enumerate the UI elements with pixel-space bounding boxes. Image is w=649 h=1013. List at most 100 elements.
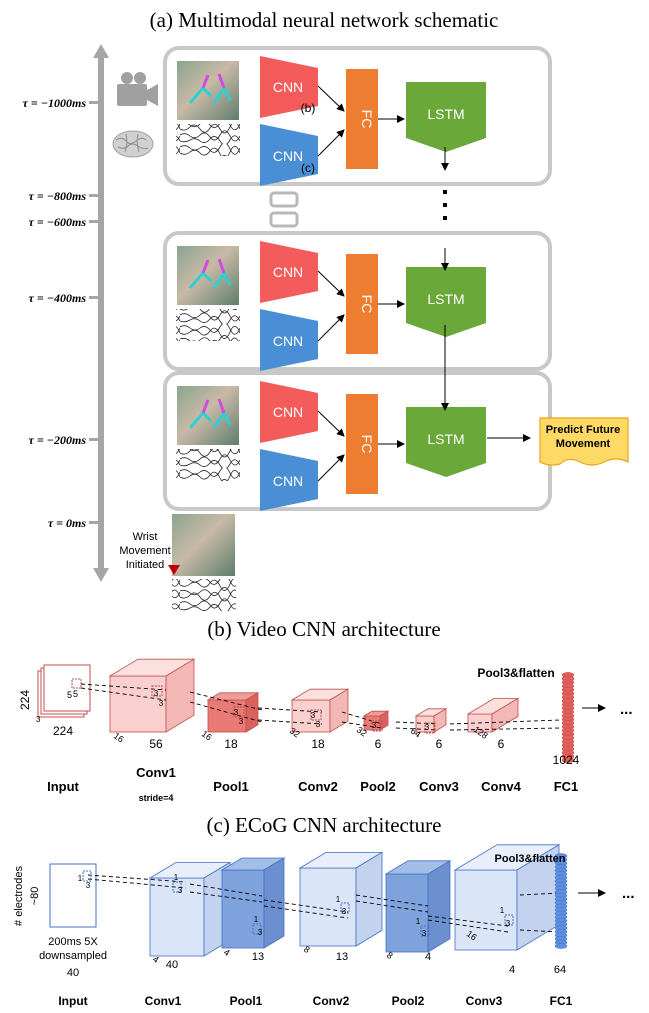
pose-overlay-magenta xyxy=(201,258,226,274)
fc-block xyxy=(346,254,378,354)
video-conn-line-9 xyxy=(395,727,439,731)
pose-overlay-magenta xyxy=(201,398,226,414)
video-camera-icon xyxy=(117,72,158,106)
video-conn-line-2 xyxy=(189,691,263,711)
brain-icon xyxy=(112,130,154,158)
ecog-conv2-volume xyxy=(298,851,384,947)
video-kernel-label-7: 3 xyxy=(425,723,430,732)
video-kernel-box-2 xyxy=(310,709,322,721)
ecog-pool1-width: 13 xyxy=(252,951,264,963)
section-a-title: (a) Multimodal neural network schematic xyxy=(150,8,499,32)
ecog-layer-conv2: Conv2 xyxy=(313,994,350,1008)
ecog-kernel-three-5: 3 xyxy=(506,919,511,928)
ecog-conv3-volume xyxy=(453,844,561,951)
ecog-kernel-one-4: 1 xyxy=(416,917,421,926)
ecog-input-h: ~80 xyxy=(29,887,41,906)
fc-block xyxy=(346,394,378,494)
ecog-conv2-width: 13 xyxy=(336,951,348,963)
tau-label-200: τ = −200ms xyxy=(29,433,87,447)
tau-label-600: τ = −600ms xyxy=(29,215,87,229)
tau-label-1000: τ = −1000ms xyxy=(23,96,87,110)
ecog-layer-conv3: Conv3 xyxy=(466,994,503,1008)
video-layer-pool2: Pool2 xyxy=(360,779,395,794)
ecog-kernel-one-1: 1 xyxy=(174,873,179,882)
video-cnn-label: CNN xyxy=(273,79,303,95)
video-kernel-label-3: 3 xyxy=(239,717,244,726)
ecog-layer-conv1: Conv1 xyxy=(145,994,182,1008)
video-layer-fc1: FC1 xyxy=(554,779,579,794)
video-kernel-5b: 5 xyxy=(73,689,78,699)
fc-block xyxy=(346,69,378,169)
ecog-input-note-1: 200ms 5X xyxy=(48,936,98,948)
ecog-input-note-2: downsampled xyxy=(39,950,107,962)
wrist-label-2: Movement xyxy=(119,545,170,557)
ecog-kernel-box-2 xyxy=(252,923,262,935)
video-kernel-box-0 xyxy=(151,685,163,697)
ecog-fc1-unit xyxy=(554,943,568,949)
recurrence-gap xyxy=(269,190,447,228)
wrist-label-3: Initiated xyxy=(126,559,165,571)
ecog-pool1-volume-side xyxy=(263,857,285,949)
ref-b-label: (b) xyxy=(301,101,316,115)
lstm-label: LSTM xyxy=(427,431,464,447)
video-frame-thumbnail xyxy=(177,61,239,120)
ecog-conn-line-4 xyxy=(263,899,349,913)
ecog-conn-line-0 xyxy=(87,874,187,883)
video-conv1-depth: 16 xyxy=(112,731,126,745)
video-fc1-size: 1024 xyxy=(553,753,580,767)
predict-future-movement-banner: Predict Future Movement xyxy=(539,417,629,466)
video-conv1-volume-side xyxy=(165,658,195,733)
video-input-d: 3 xyxy=(36,715,41,724)
fc-label: FC xyxy=(359,295,375,314)
video-conn-line-10 xyxy=(449,719,561,725)
ecog-conv3-volume-front xyxy=(454,869,518,951)
ecog-to-fc-arrow xyxy=(317,454,345,482)
video-layer-conv1: Conv1 xyxy=(136,765,176,780)
ecog-conn-line-5 xyxy=(263,905,349,919)
ecog-kernel-one-2: 1 xyxy=(254,915,259,924)
tau-label-0: τ = 0ms xyxy=(48,516,86,530)
ecog-pool2-width: 4 xyxy=(425,951,431,963)
ecog-fc1-size: 64 xyxy=(554,964,566,976)
output-label-line2: Movement xyxy=(556,438,611,450)
ecog-cnn-label: CNN xyxy=(273,473,303,489)
ecog-conn-line-1 xyxy=(87,878,187,889)
ecog-conv1-volume-front xyxy=(149,877,205,957)
ecog-conv1-volume xyxy=(148,861,232,957)
video-fc1-column xyxy=(561,672,575,763)
video-to-fc-arrow xyxy=(317,85,345,112)
ecog-conn-line-2 xyxy=(189,883,263,897)
pose-overlay-magenta xyxy=(201,73,226,89)
video-conn-line-3 xyxy=(189,701,263,723)
video-conn-line-11 xyxy=(449,727,561,731)
video-cnn-label: CNN xyxy=(273,404,303,420)
lstm-block xyxy=(406,267,486,337)
wrist-label-1: Wrist xyxy=(133,531,158,543)
lstm-block xyxy=(406,82,486,152)
fc-label: FC xyxy=(359,435,375,454)
ecog-pool2-depth: 8 xyxy=(385,950,395,961)
video-layer-input: Input xyxy=(47,779,79,794)
video-input-w: 224 xyxy=(53,724,73,738)
ecog-input-axis: # electrodes xyxy=(13,866,25,926)
video-conn-line-5 xyxy=(257,719,323,725)
video-ellipsis: ... xyxy=(620,701,633,718)
video-pool2-depth: 32 xyxy=(355,725,369,739)
section-c-title: (c) ECoG CNN architecture xyxy=(207,813,442,837)
tau-label-800: τ = −800ms xyxy=(29,189,87,203)
video-input-volume xyxy=(37,664,91,718)
ecog-cnn-block xyxy=(260,124,318,186)
ecog-pool1-volume xyxy=(220,857,286,949)
ecog-kernel-box-0 xyxy=(82,870,92,882)
video-cnn-block xyxy=(260,56,318,118)
ecog-conv3-depth: 16 xyxy=(465,929,479,943)
video-kernel-label-4: 3 xyxy=(311,711,316,720)
ecog-trace-thumbnail xyxy=(176,309,240,341)
ecog-layer-input: Input xyxy=(58,994,87,1008)
ecog-layer-pool2: Pool2 xyxy=(392,994,425,1008)
video-conv1-volume-front xyxy=(109,675,167,733)
video-conn-line-1 xyxy=(80,687,167,701)
